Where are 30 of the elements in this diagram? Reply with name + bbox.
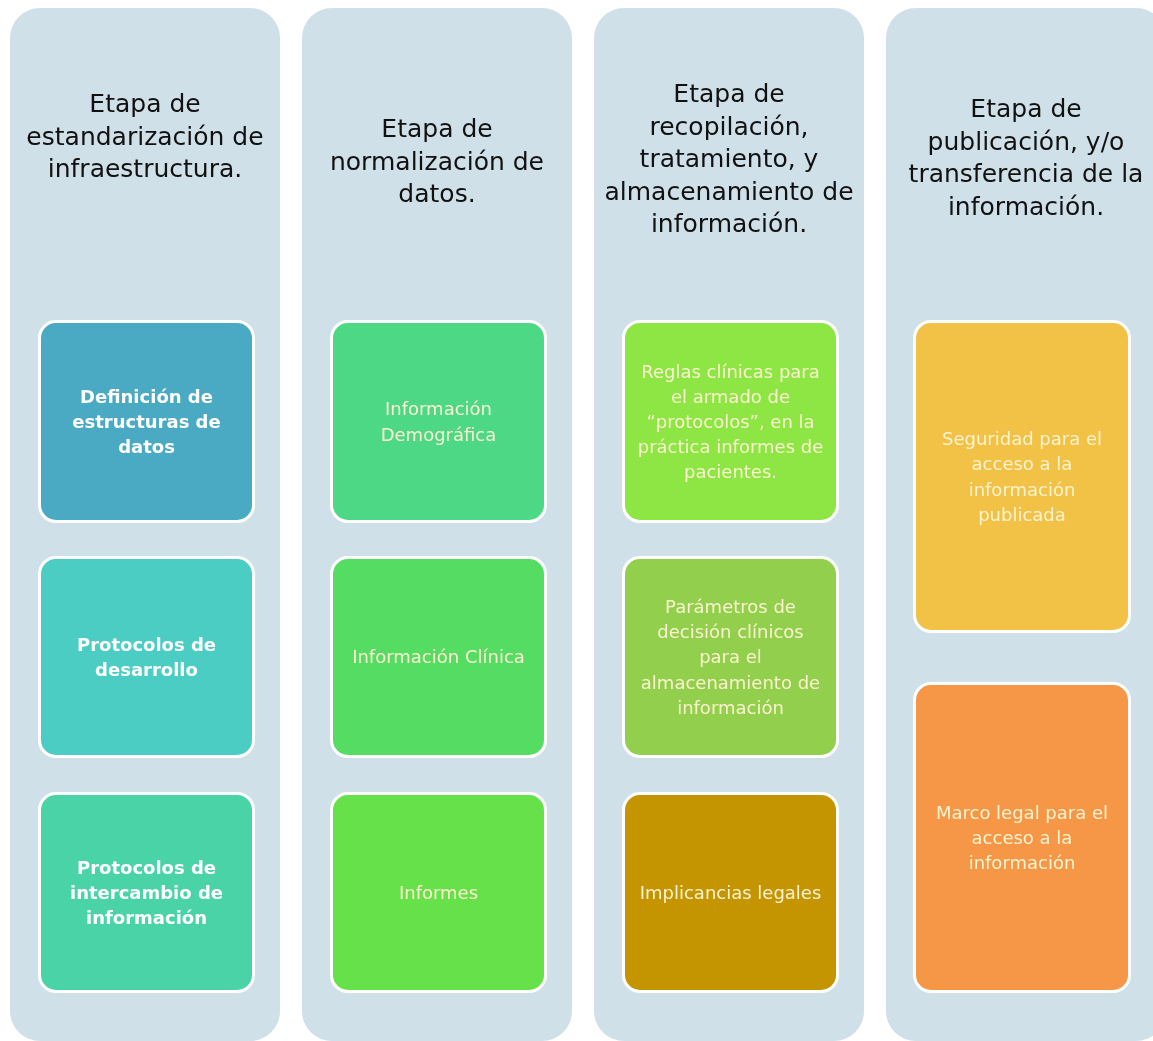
card-text: Reglas clínicas para el armado de “protocolos”, en la práctica informes de pacientes. [636,359,825,485]
stage-column [302,8,572,1041]
topic-card [913,320,1131,633]
column-heading: Etapa de recopilación, tratamiento, y almacenamiento de información. [603,78,855,240]
topic-card [622,792,839,993]
card-text: Protocolos de desarrollo [75,632,218,682]
card-text: Marco legal para el acceso a la información [934,800,1110,876]
topic-card [38,792,255,993]
topic-card [330,556,547,758]
topic-card [330,320,547,523]
card-text: Definición de estructuras de datos [71,384,222,460]
topic-card [38,556,255,758]
topic-card [38,320,255,523]
card-text: Parámetros de decisión clínicos para el almacenamiento de información [639,595,822,720]
column-heading: Etapa de estandarización de infraestructura. [25,88,265,185]
card-text: Información Clínica [352,645,525,670]
stage-column [10,8,280,1041]
topic-card [622,320,839,523]
topic-card [330,792,547,993]
topic-card [913,682,1131,993]
topic-card [622,556,839,758]
card-text: Protocolos de intercambio de información [69,855,224,931]
card-text: Informes [398,880,479,905]
card-text: Implicancias legales [639,880,822,905]
stage-column [886,8,1153,1041]
card-text: Información Demográfica [379,397,498,447]
column-heading: Etapa de publicación, y/o transferencia de la información. [907,93,1145,223]
card-text: Seguridad para el acceso a la información publicada [941,427,1103,527]
stage-column [594,8,864,1041]
column-heading: Etapa de normalización de datos. [329,113,545,210]
